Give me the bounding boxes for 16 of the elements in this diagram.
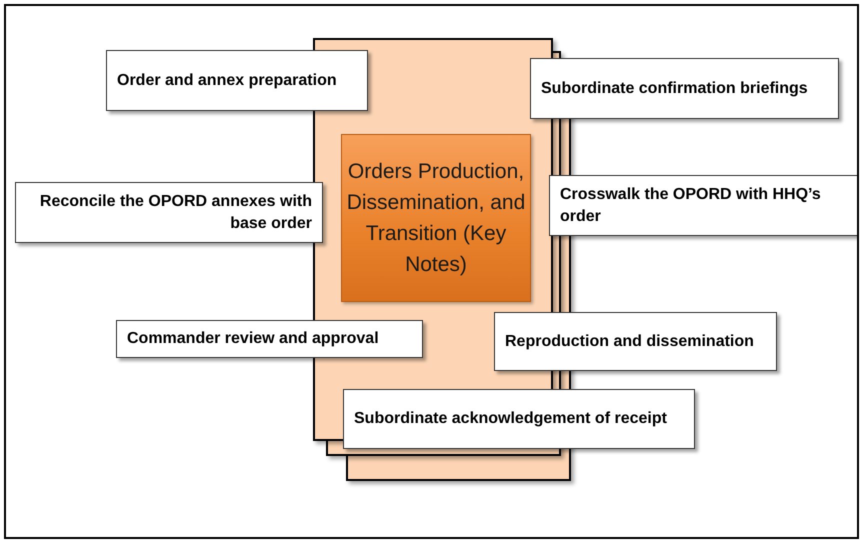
note-text: Subordinate confirmation briefings [541, 80, 808, 96]
note-box [343, 389, 695, 449]
note-text: Reproduction and dissemination [505, 332, 754, 350]
title-box [341, 134, 531, 302]
note-box [15, 182, 323, 243]
note-text: Subordinate acknowledgement of receipt [354, 410, 667, 427]
note-text: Commander review and approval [127, 330, 379, 347]
note-box [549, 175, 857, 236]
note-box [116, 320, 423, 358]
note-box [494, 312, 777, 371]
note-box [530, 58, 839, 119]
note-text: Order and annex preparation [117, 72, 337, 88]
note-text: Reconcile the OPORD annexes with base order [40, 192, 312, 232]
note-box [106, 50, 368, 111]
note-text: Crosswalk the OPORD with HHQ’s order [560, 186, 821, 224]
note-text: Orders Production, Dissemination, and Transition (Key Notes) [346, 159, 526, 278]
